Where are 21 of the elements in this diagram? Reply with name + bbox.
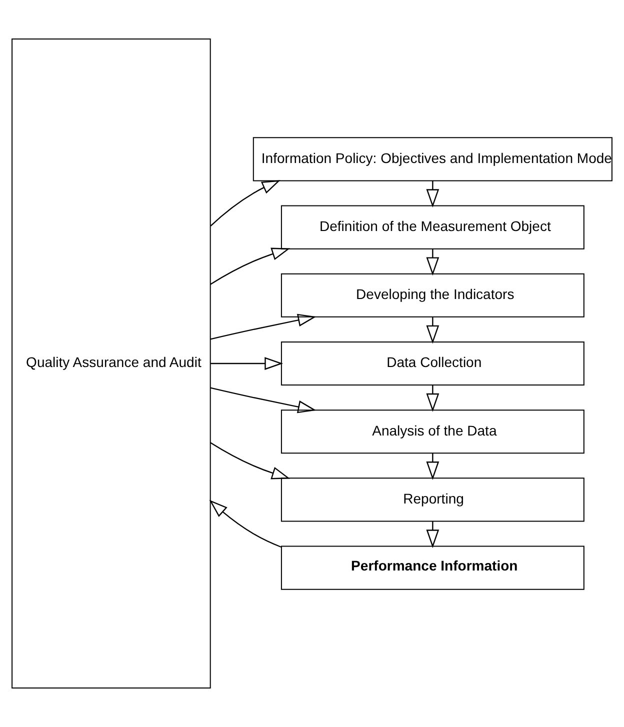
node-box: Analysis of the Data [280, 410, 584, 454]
node-box: Data Collection [280, 341, 584, 386]
arrow [426, 181, 440, 208]
arrow [426, 249, 440, 276]
arrow [210, 387, 316, 414]
arrow [210, 180, 280, 226]
arrow [210, 357, 284, 370]
arrow [210, 314, 316, 340]
arrow [426, 317, 440, 344]
arrow [210, 442, 290, 480]
node-box: Performance Information [280, 546, 584, 590]
arrow [426, 522, 440, 548]
node-box: Reporting [280, 478, 584, 522]
arrow [209, 500, 282, 548]
node-box: Quality Assurance and Audit [12, 38, 211, 688]
arrow [426, 385, 440, 412]
node-box: Definition of the Measurement Object [280, 205, 584, 250]
node-box: Information Policy: Objectives and Implementation Mode [252, 137, 612, 182]
arrow [210, 248, 290, 285]
arrow [426, 453, 440, 480]
node-box: Developing the Indicators [280, 273, 584, 318]
